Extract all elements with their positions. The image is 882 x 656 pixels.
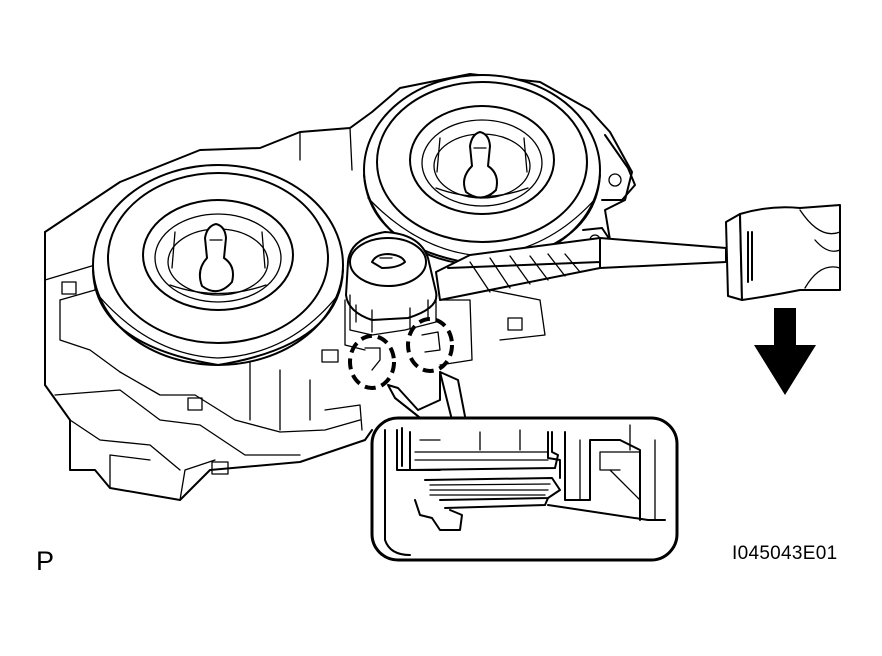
switch-knob xyxy=(344,231,438,351)
clip-callout-circles xyxy=(348,317,454,390)
view-label: P xyxy=(36,546,55,576)
figure-id: I045043E01 xyxy=(732,543,838,564)
right-vent-knob xyxy=(463,131,498,199)
down-arrow-icon xyxy=(754,308,816,395)
detail-inset-box xyxy=(370,416,679,562)
control-panel-body xyxy=(44,73,636,501)
left-vent-knob xyxy=(198,223,234,293)
screwdriver-icon xyxy=(435,204,841,301)
